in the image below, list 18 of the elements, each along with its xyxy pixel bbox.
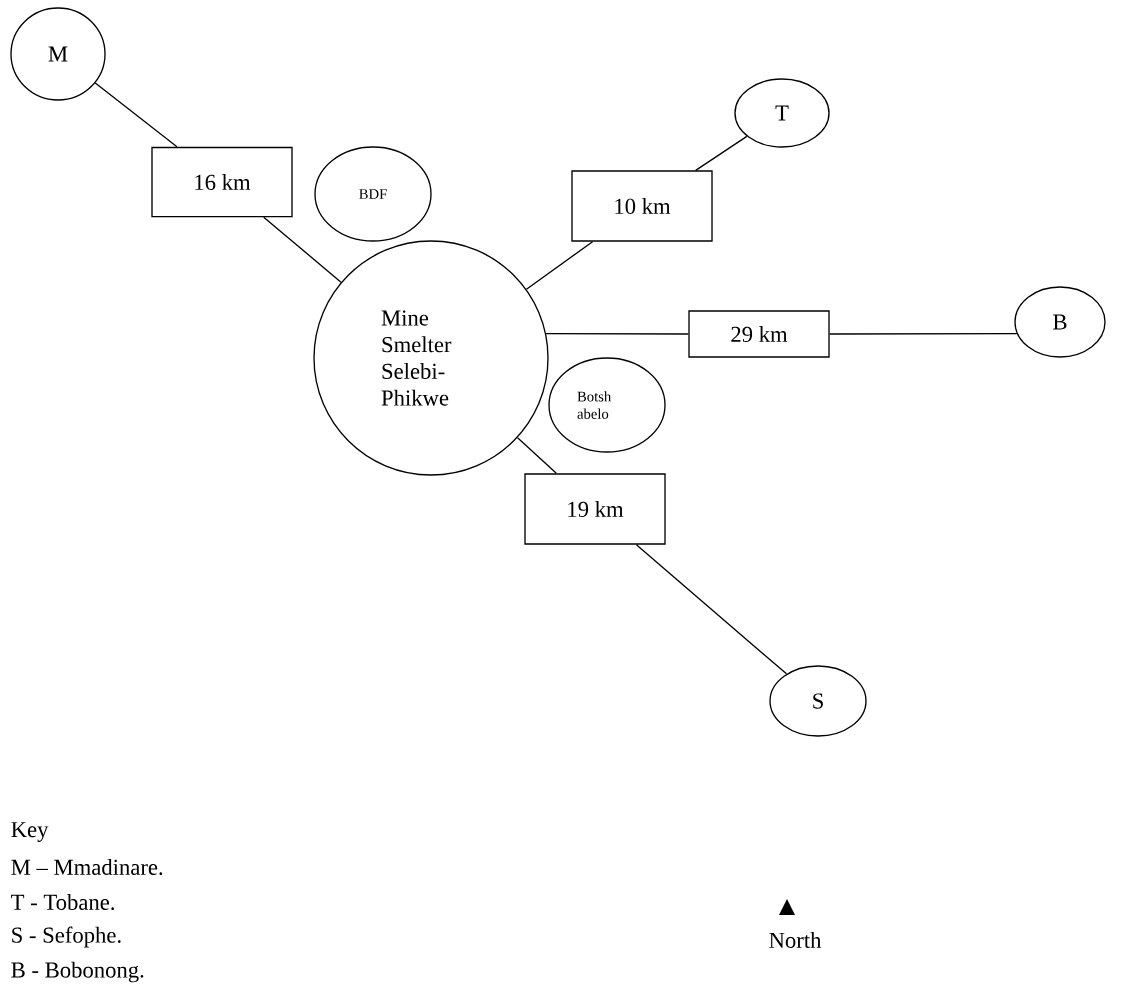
connector-line xyxy=(695,135,748,171)
connector-line xyxy=(525,241,594,290)
key-entry: B - Bobonong. xyxy=(11,961,144,983)
distance-box: 10 km xyxy=(571,170,713,242)
distance-box: 19 km xyxy=(524,473,666,545)
key-title: Key xyxy=(11,822,49,842)
distance-box: 29 km xyxy=(688,310,830,358)
connector-line xyxy=(545,332,689,335)
connector-line xyxy=(516,437,557,474)
distance-box: 16 km xyxy=(151,146,293,218)
north-label: North xyxy=(769,932,822,948)
connector-line xyxy=(829,332,1018,335)
key-entry: M – Mmadinare. xyxy=(11,859,163,876)
key-entry: S - Sefophe. xyxy=(12,926,121,948)
connector-line xyxy=(94,82,178,148)
key-entry: T - Tobane. xyxy=(11,894,114,911)
connector-line xyxy=(263,216,342,283)
connector-line xyxy=(635,544,788,675)
